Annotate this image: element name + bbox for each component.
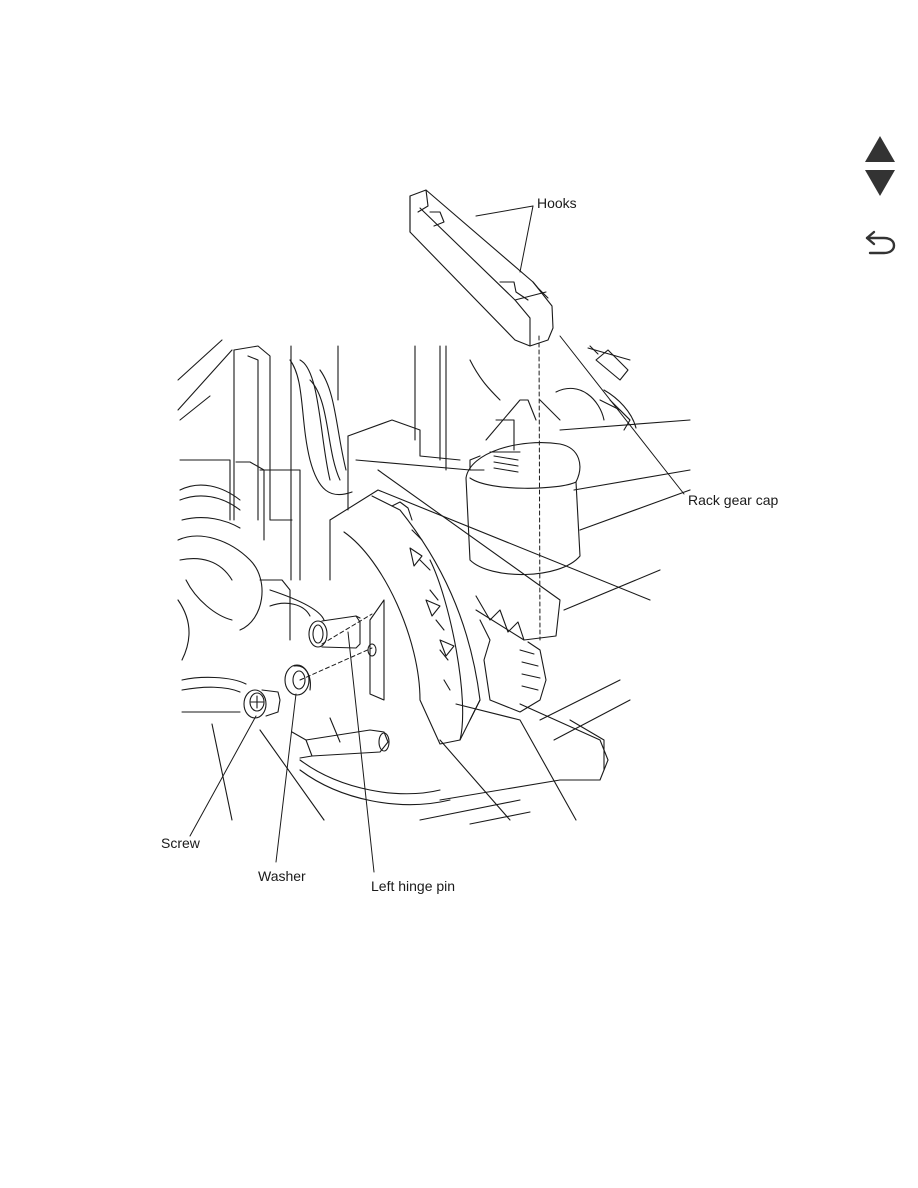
motor-cylinder xyxy=(466,388,604,574)
gear-sector xyxy=(344,496,480,744)
hooks-label: Hooks xyxy=(537,195,577,211)
triangle-down-icon[interactable] xyxy=(862,168,898,200)
washer-label: Washer xyxy=(258,868,306,884)
left-hinge-pin xyxy=(309,616,376,656)
central-bracket xyxy=(330,346,650,600)
rack-gear-bar xyxy=(378,470,576,820)
rack-gear-cap-label: Rack gear cap xyxy=(688,492,778,508)
lower-fastener xyxy=(292,718,450,805)
left-hinge-pin-label: Left hinge pin xyxy=(371,878,455,894)
right-structure xyxy=(420,346,690,824)
left-frame xyxy=(178,340,352,820)
washer-part xyxy=(285,665,310,695)
triangle-up-icon[interactable] xyxy=(862,134,898,166)
screw-part xyxy=(244,690,280,718)
return-arrow-icon[interactable] xyxy=(862,226,898,258)
screw-label: Screw xyxy=(161,835,200,851)
